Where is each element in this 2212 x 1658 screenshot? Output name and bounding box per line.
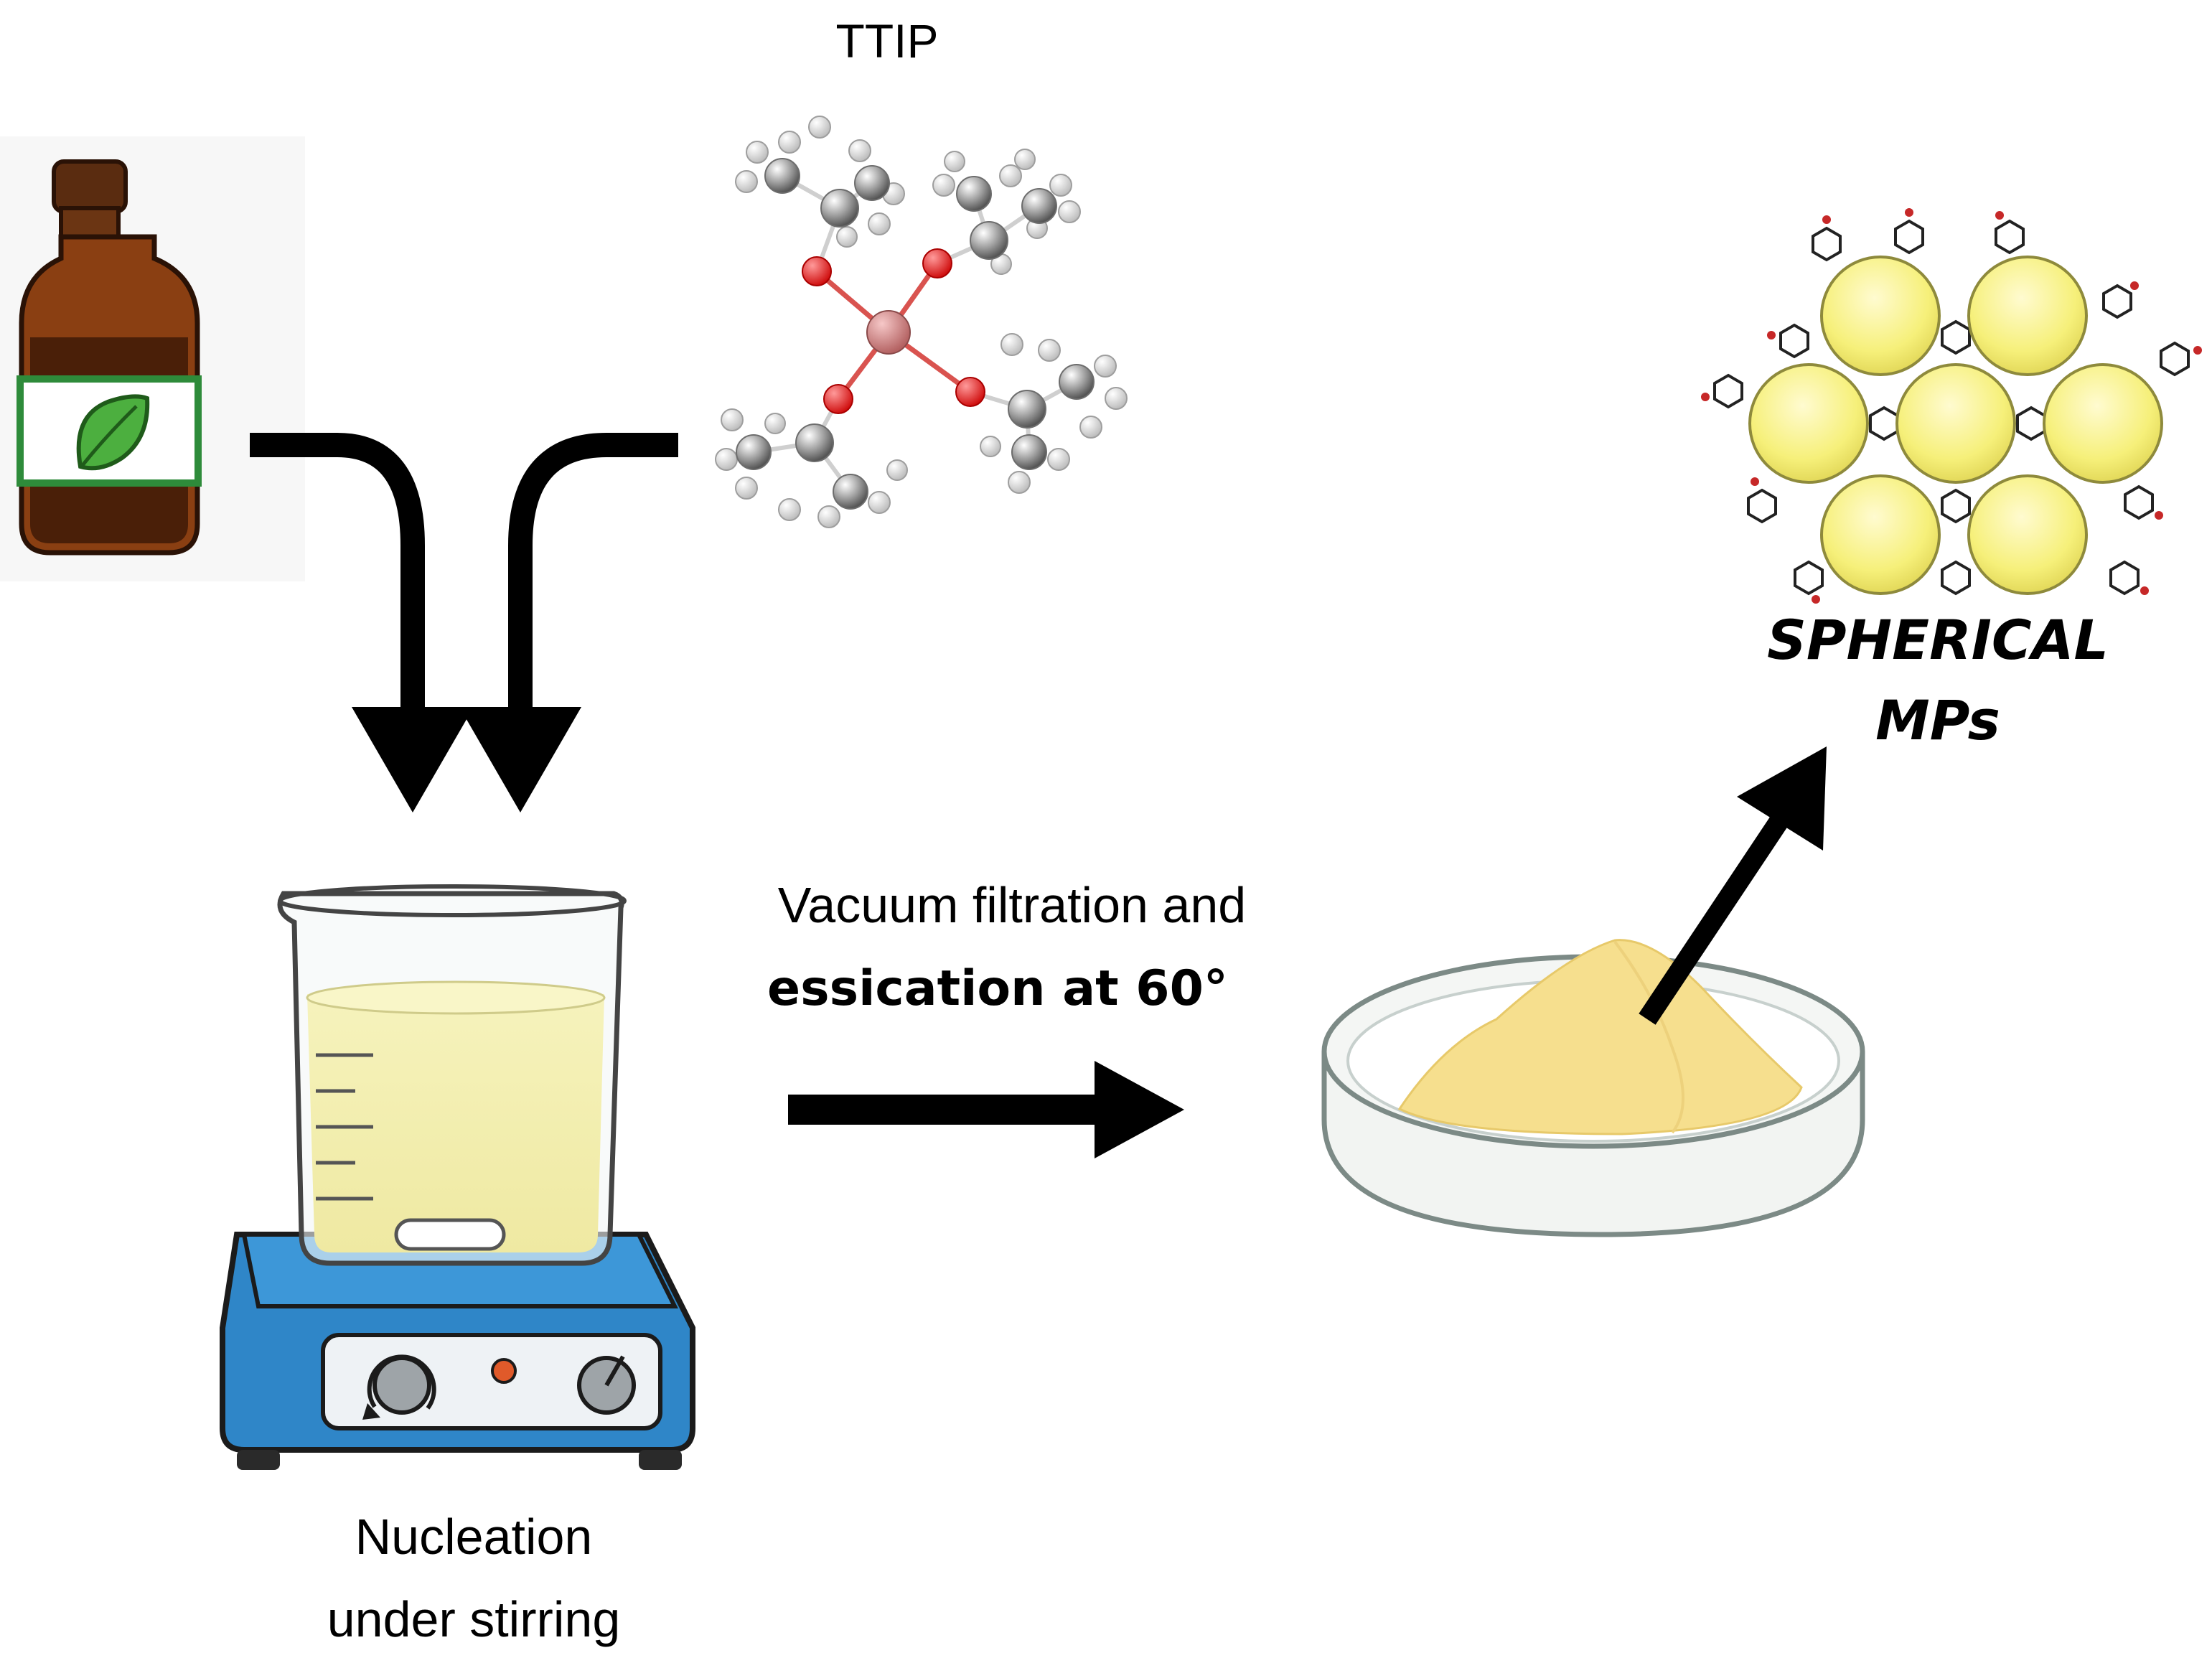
stir-bar — [394, 1218, 506, 1251]
speed-knob-icon — [577, 1355, 636, 1415]
indicator-light — [491, 1358, 517, 1384]
process-arrow — [788, 1061, 1184, 1158]
phenolic-molecules — [1701, 208, 2202, 604]
spherical-microparticles-cluster-icon — [1701, 208, 2202, 604]
microparticle — [1895, 363, 2016, 484]
beaker-on-magnetic-stirrer-icon — [220, 884, 695, 1470]
microparticle — [1967, 256, 2088, 376]
microparticle — [1820, 256, 1941, 376]
microparticle — [1748, 363, 1869, 484]
microparticle — [1820, 474, 1941, 595]
process-label-line2: essication at 60° — [767, 960, 1228, 1017]
microparticle — [2043, 363, 2163, 484]
temperature-knob-icon — [362, 1354, 436, 1420]
input-arrows — [250, 433, 678, 729]
product-label-line1: SPHERICAL — [1767, 608, 2109, 672]
precursor-label: TTIP — [836, 14, 939, 67]
product-label-line2: MPs — [1875, 688, 2000, 752]
microparticle — [1967, 474, 2088, 595]
titanium-atom — [866, 310, 911, 355]
arrow-from-extract — [250, 433, 425, 729]
ball-and-stick-molecule-icon — [715, 116, 1128, 528]
process-label-line1: Vacuum filtration and — [778, 877, 1246, 933]
arrowhead-extract — [352, 707, 474, 812]
step-label-line2: under stirring — [327, 1591, 621, 1647]
arrow-from-ttip — [508, 433, 678, 729]
arrowhead-ttip — [459, 707, 581, 812]
zoom-arrow — [1639, 746, 1827, 1025]
leaf-icon — [76, 394, 150, 471]
amber-bottle-with-leaf-icon — [0, 136, 305, 581]
step-label-line1: Nucleation — [355, 1509, 593, 1565]
petri-dish-with-yellow-powder-icon — [1321, 939, 1865, 1237]
